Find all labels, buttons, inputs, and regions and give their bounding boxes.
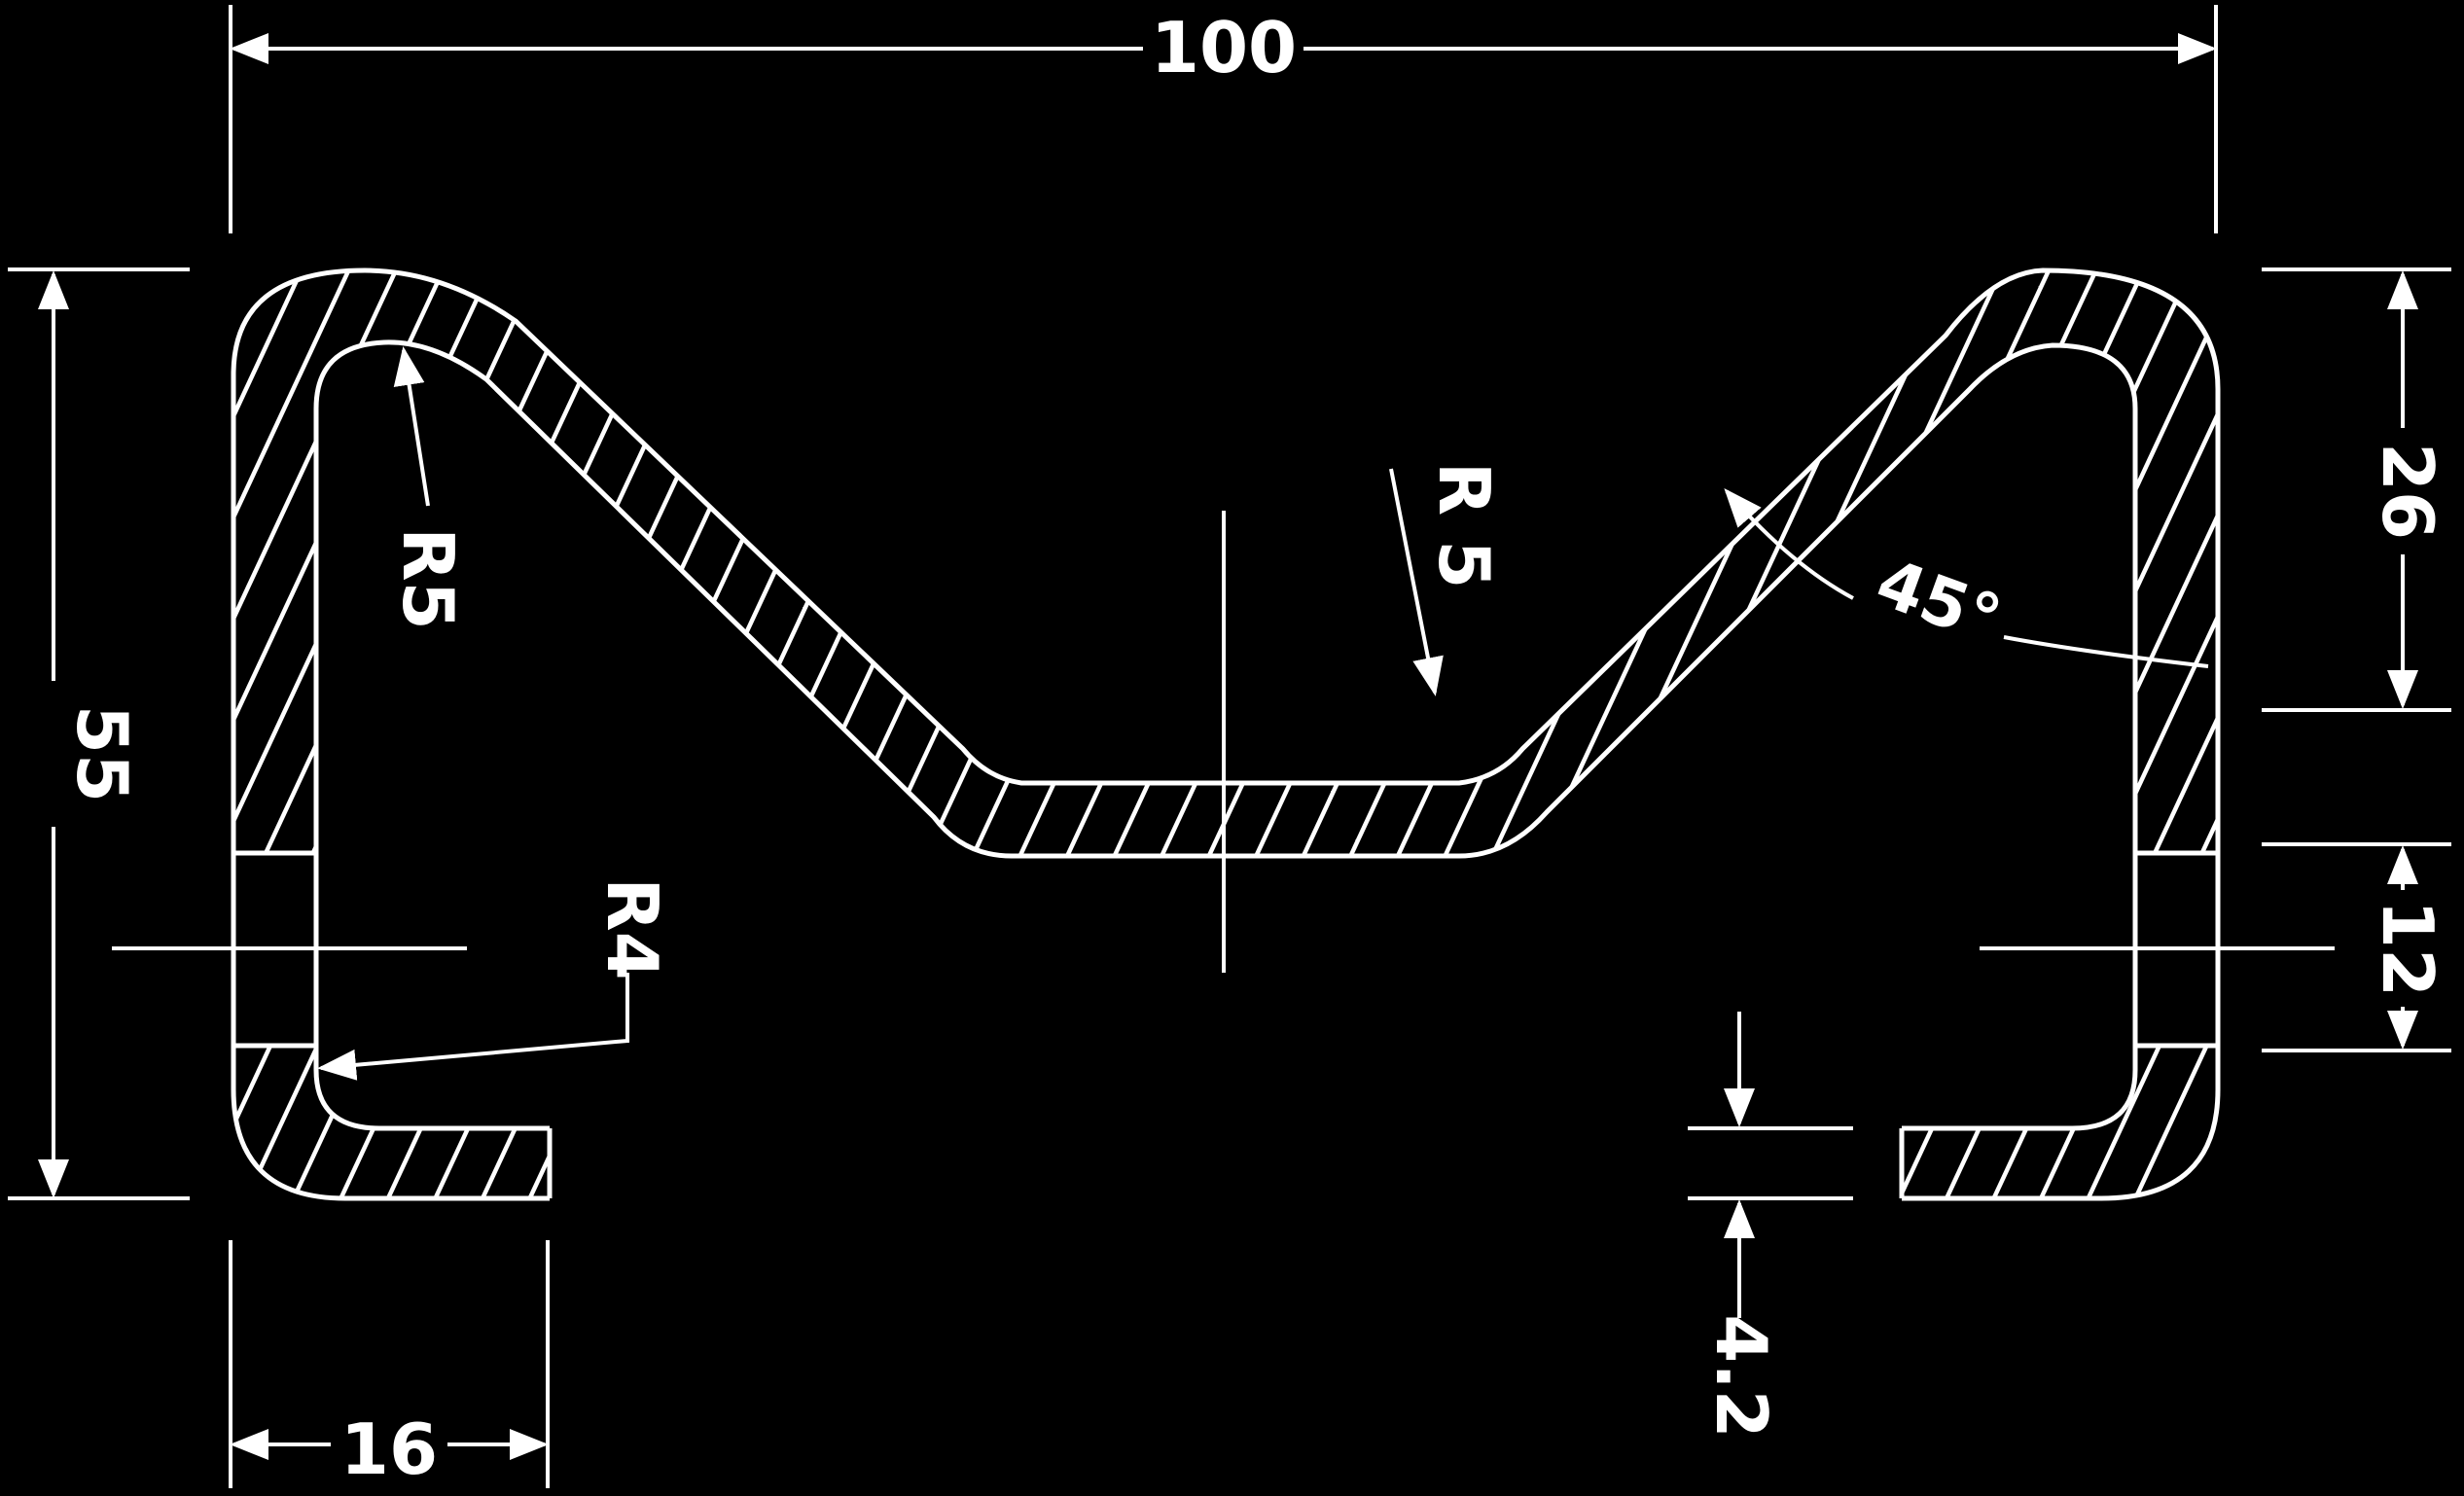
radius-left-bottom: R4: [317, 877, 673, 1081]
dimension-top-offset: 26: [2262, 267, 2451, 712]
profile-outer-outline: [231, 267, 2221, 1201]
dimension-flange-width: 16: [229, 1240, 550, 1490]
slot-height-label: 12: [2367, 900, 2448, 997]
dimension-overall-height: 55: [8, 267, 190, 1200]
top-offset-label: 26: [2367, 443, 2448, 540]
dimension-slot-height: 12: [2262, 842, 2451, 1052]
radius-left-top-label: R5: [387, 527, 469, 630]
flange-width-label: 16: [340, 1408, 438, 1490]
overall-width-label: 100: [1151, 7, 1297, 89]
radius-left-top: R5: [387, 346, 469, 630]
profile-inner-outline: [313, 339, 2138, 1131]
dimension-thickness: 4.2: [1688, 1012, 1853, 1439]
overall-height-label: 55: [61, 705, 143, 802]
dimension-overall-width: 100: [229, 5, 2218, 233]
thickness-label: 4.2: [1700, 1314, 1782, 1439]
radius-center-bend-label: R 5: [1423, 462, 1505, 589]
radius-center-bend: R 5: [1389, 462, 1505, 696]
center-lines: [112, 511, 2335, 973]
angle-label: 45°: [1867, 545, 2011, 659]
radius-left-bottom-label: R4: [591, 877, 673, 980]
